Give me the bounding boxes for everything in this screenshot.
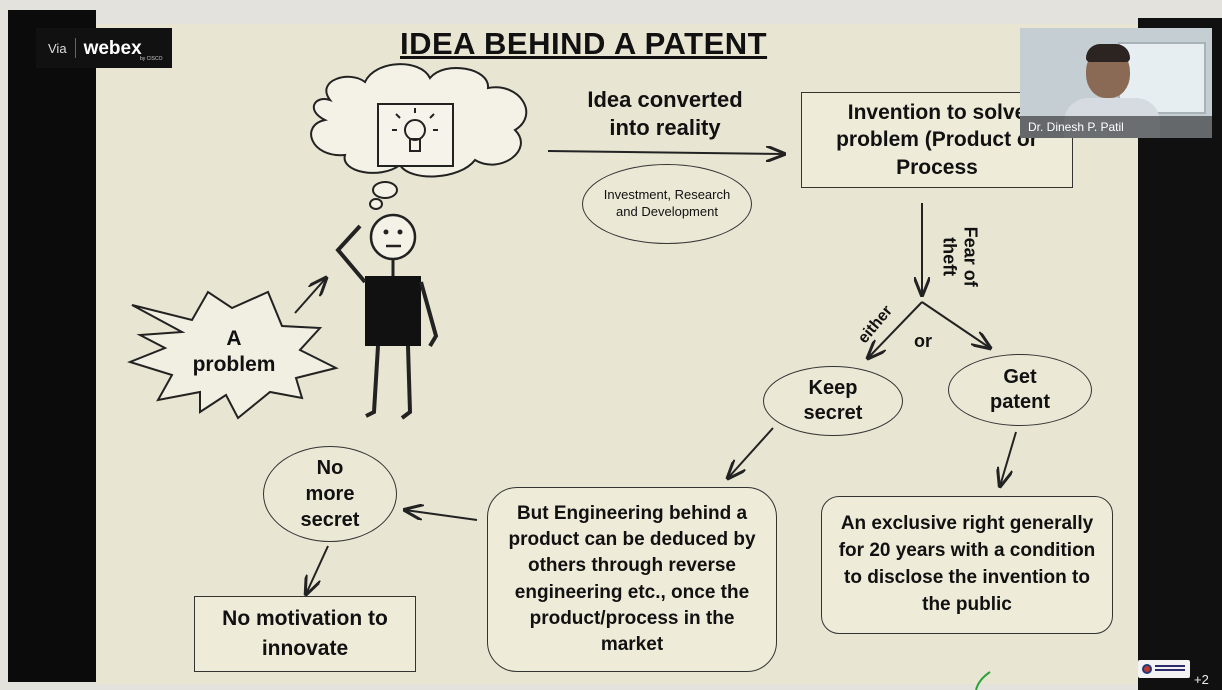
webex-sub-label: by CISCO <box>140 56 163 62</box>
no-more-secret-label: No more secret <box>300 457 360 531</box>
badge-divider <box>74 38 76 58</box>
idea-converted-label: Idea converted into reality <box>587 87 743 140</box>
arrow-icon <box>868 301 923 358</box>
exclusive-right-box: An exclusive right generally for 20 year… <box>821 496 1113 634</box>
problem-label: A problem <box>192 327 276 377</box>
presenter-video-tile[interactable]: Dr. Dinesh P. Patil <box>1020 28 1212 138</box>
via-label: Via <box>48 40 67 56</box>
exclusive-right-label: An exclusive right generally for 20 year… <box>838 513 1096 615</box>
keep-secret-label: Keep secret <box>803 377 863 424</box>
arrow-icon <box>921 301 990 348</box>
institute-logo <box>1138 660 1190 678</box>
annotation-mark <box>975 671 991 690</box>
fear-of-theft-label: Fear of theft <box>940 226 981 287</box>
starburst-icon <box>127 290 339 420</box>
lightbulb-icon <box>377 103 454 167</box>
slide-title: IDEA BEHIND A PATENT <box>400 26 768 61</box>
get-patent-label: Get patent <box>990 366 1050 413</box>
stick-figure-icon <box>335 213 439 420</box>
investment-label: Investment, Research and Development <box>603 187 731 219</box>
no-motivation-box: No motivation to innovate <box>194 596 416 672</box>
webex-badge: Via webex by CISCO <box>36 28 172 68</box>
webex-logo: webex <box>83 37 142 59</box>
engineering-box: But Engineering behind a product can be … <box>487 487 777 672</box>
or-label: or <box>914 331 932 351</box>
arrow-icon <box>405 510 478 521</box>
no-more-secret-oval: No more secret <box>263 446 397 542</box>
arrow-icon <box>728 427 774 478</box>
investment-oval: Investment, Research and Development <box>582 164 752 244</box>
invention-label: Invention to solve problem (Product or P… <box>836 101 1038 179</box>
more-participants-count[interactable]: +2 <box>1194 672 1209 687</box>
keep-secret-oval: Keep secret <box>763 366 903 436</box>
left-letterbox <box>8 10 96 682</box>
arrow-icon <box>294 278 326 314</box>
engineering-label: But Engineering behind a product can be … <box>508 502 756 655</box>
arrow-icon <box>1000 431 1017 486</box>
presenter-name: Dr. Dinesh P. Patil <box>1020 116 1212 138</box>
get-patent-oval: Get patent <box>948 354 1092 426</box>
arrow-icon <box>306 545 329 594</box>
arrow-icon <box>547 151 784 154</box>
no-motivation-label: No motivation to innovate <box>222 606 388 660</box>
